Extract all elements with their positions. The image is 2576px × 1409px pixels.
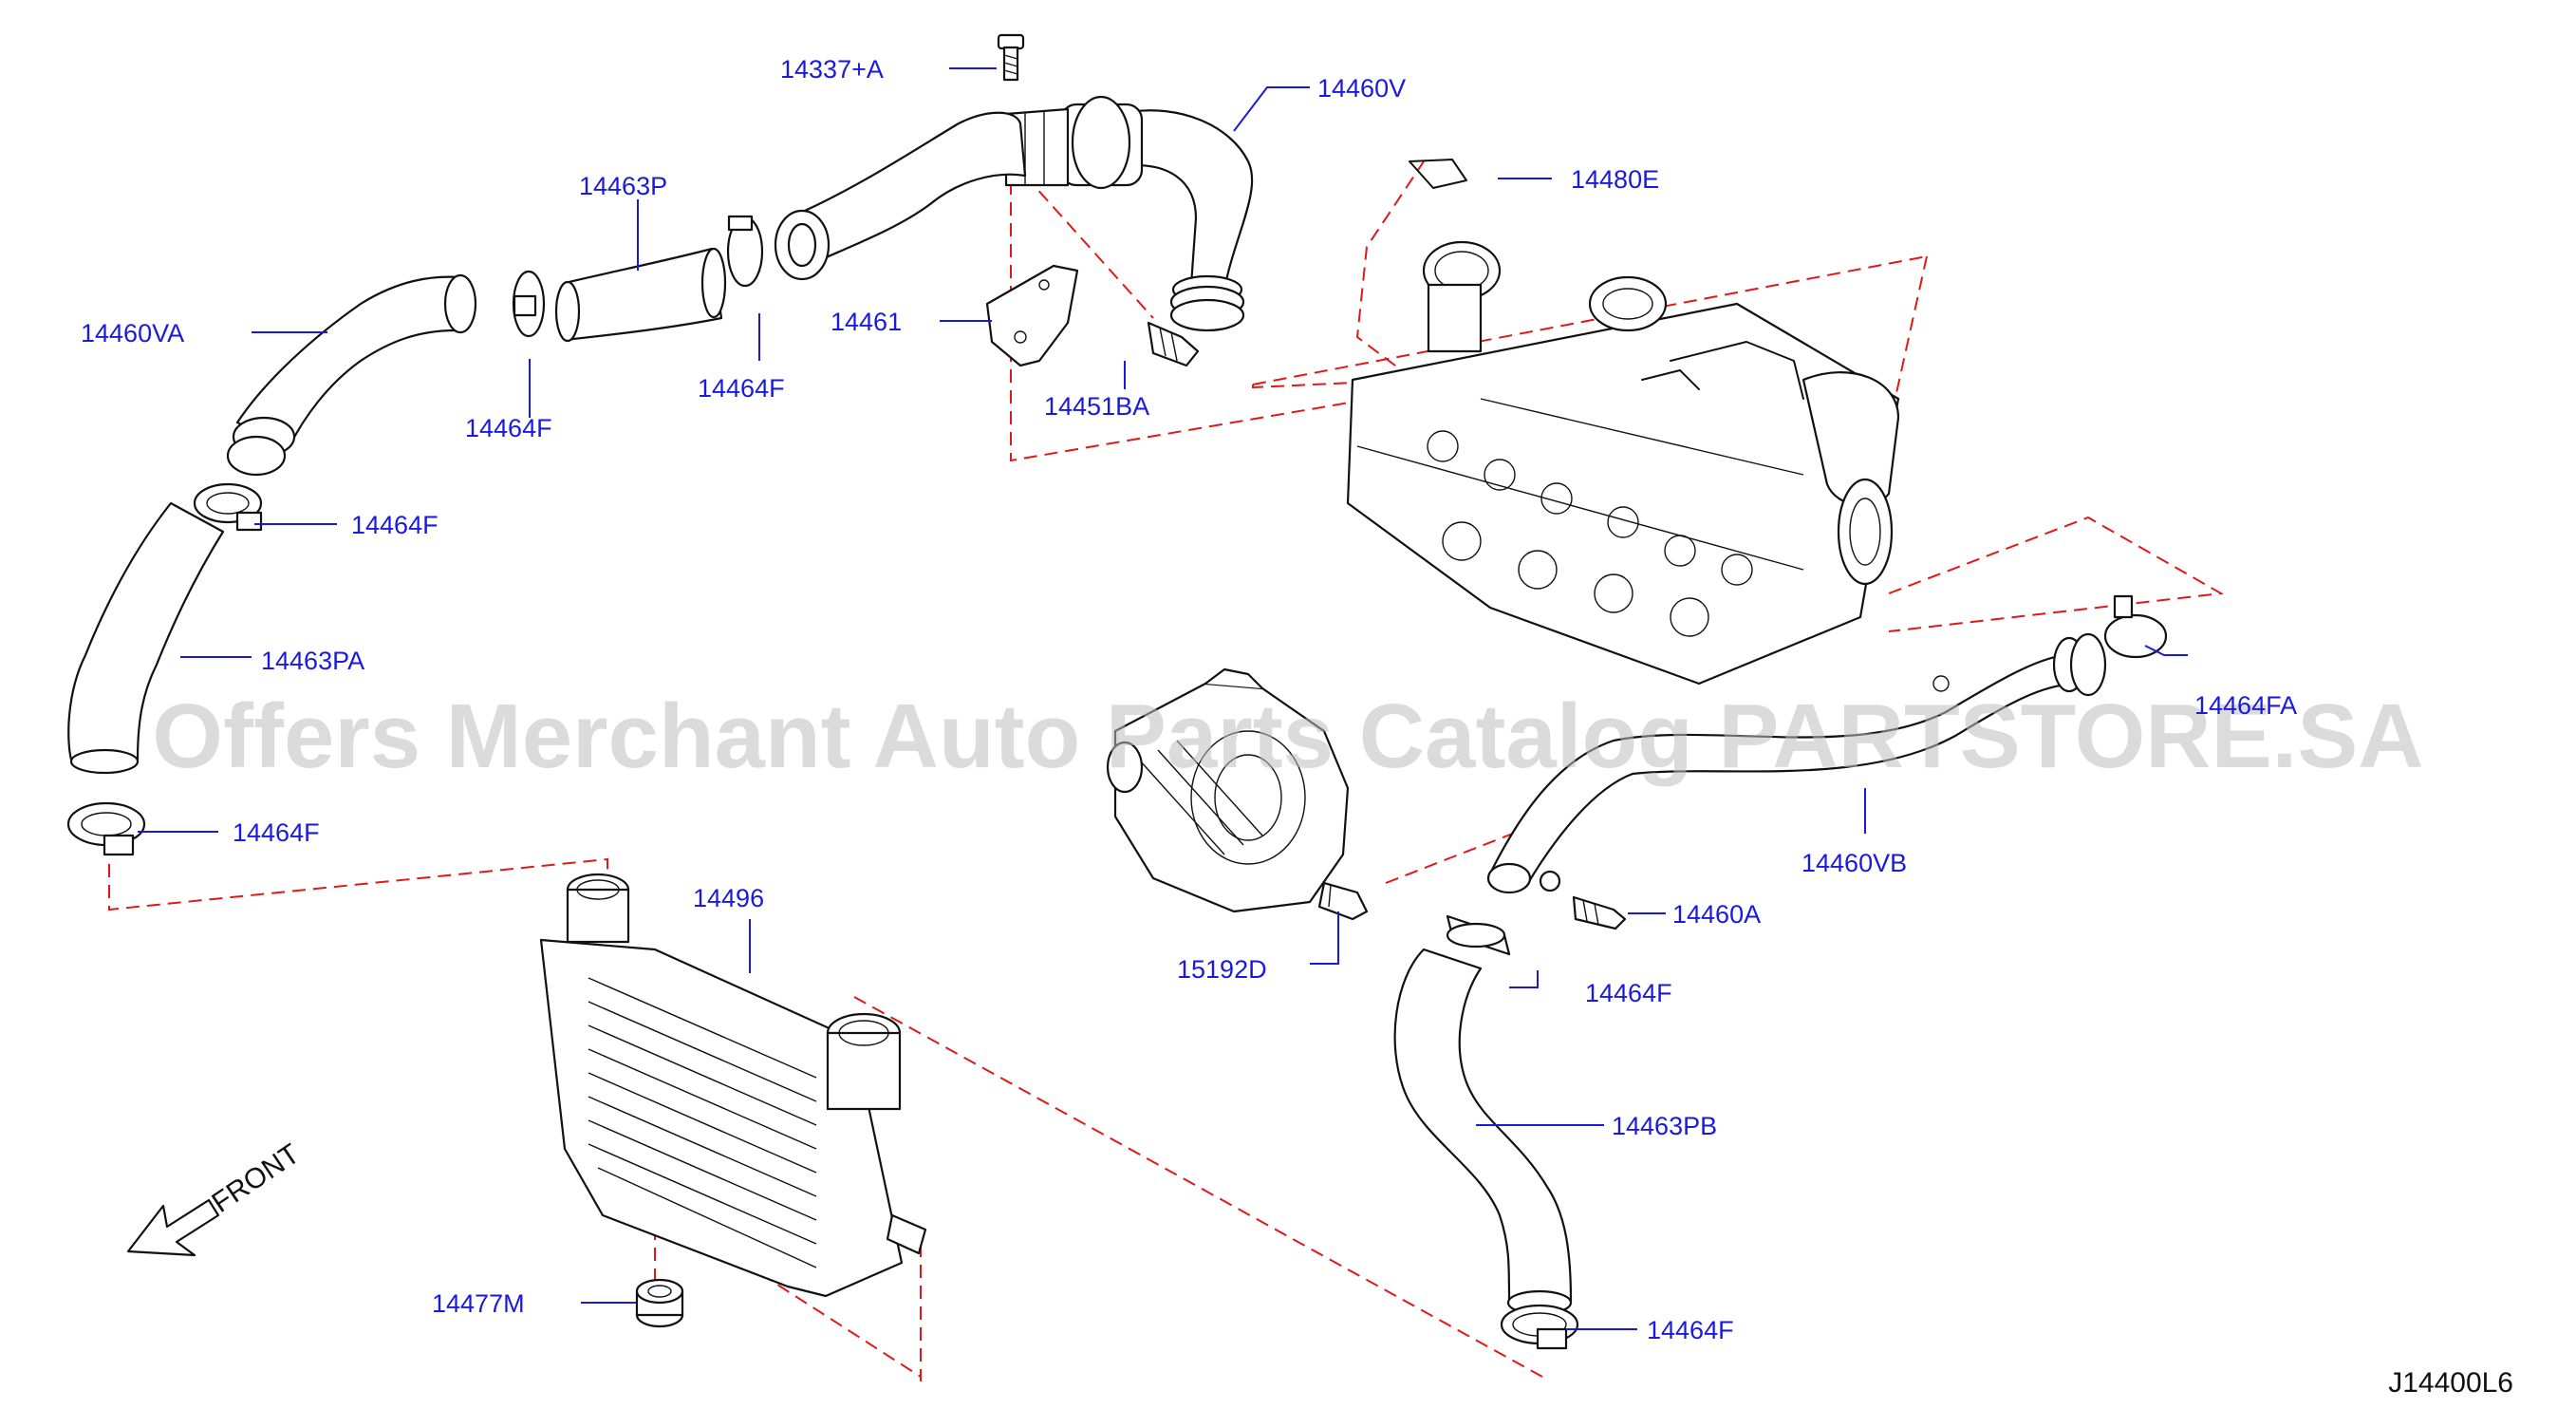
part-label-14337a[interactable]: 14337+A xyxy=(780,55,884,84)
part-label-14464f-c[interactable]: 14464F xyxy=(351,511,439,539)
hose-14463pb-drawing xyxy=(1393,948,1573,1316)
part-label-14464f-e[interactable]: 14464F xyxy=(1585,979,1672,1007)
stud-15192d-drawing xyxy=(1317,881,1369,921)
part-label-14477m[interactable]: 14477M xyxy=(432,1289,525,1318)
part-label-14480e[interactable]: 14480E xyxy=(1571,165,1659,194)
grommet-14477m-drawing xyxy=(635,1278,684,1328)
hose-upper-section-drawing xyxy=(774,111,1027,281)
clamp-14464f-a-drawing xyxy=(726,215,764,288)
part-label-14463pb[interactable]: 14463PB xyxy=(1612,1112,1717,1140)
part-label-14460vb[interactable]: 14460VB xyxy=(1801,849,1907,877)
clamp-14464f-b-drawing xyxy=(512,270,546,338)
part-label-14460v[interactable]: 14460V xyxy=(1317,74,1406,103)
part-label-14460a[interactable]: 14460A xyxy=(1672,900,1761,929)
part-label-14496[interactable]: 14496 xyxy=(693,884,764,912)
clamp-14464f-f-drawing xyxy=(66,801,146,856)
front-indicator-label: FRONT xyxy=(206,1138,305,1219)
part-label-14464fa[interactable]: 14464FA xyxy=(2194,691,2297,720)
intercooler-14496-drawing xyxy=(539,873,927,1298)
clamp-14464fa-drawing xyxy=(2103,594,2168,659)
front-arrow-icon xyxy=(126,1198,220,1257)
part-label-14464f-d[interactable]: 14464F xyxy=(233,818,320,847)
clip-14480e-drawing xyxy=(1409,159,1467,189)
part-label-14460va[interactable]: 14460VA xyxy=(81,319,184,348)
leader-lines xyxy=(138,67,2188,1330)
part-label-14464f-f[interactable]: 14464F xyxy=(1647,1316,1734,1344)
alternator-drawing xyxy=(1106,667,1350,913)
part-label-14463p[interactable]: 14463P xyxy=(579,172,667,200)
hose-14463pa-drawing xyxy=(67,501,225,775)
part-label-14463pa[interactable]: 14463PA xyxy=(261,647,364,675)
part-label-14464f-a[interactable]: 14464F xyxy=(698,374,785,403)
watermark-text: Offers Merchant Auto Parts Catalog PARTS… xyxy=(152,686,2423,787)
part-label-14464f-b[interactable]: 14464F xyxy=(465,414,552,442)
bolt-14460a-drawing xyxy=(1572,895,1627,930)
bolt-14451ba-drawing xyxy=(1147,321,1200,367)
bolt-14337a-drawing xyxy=(997,33,1025,82)
diagram-code: J14400L6 xyxy=(2388,1367,2513,1399)
pipe-14460va-drawing xyxy=(226,273,477,477)
part-label-14461[interactable]: 14461 xyxy=(831,308,902,336)
clamp-14464f-e-drawing xyxy=(193,482,263,532)
clamp-14464f-d-drawing xyxy=(1500,1304,1579,1350)
hose-14463p-drawing xyxy=(554,247,727,343)
part-labels: 14337+A 14460V 14480E 14463P 14461 14460… xyxy=(81,55,2297,1344)
pipe-14460vb-drawing xyxy=(1486,632,2107,894)
part-label-15192d[interactable]: 15192D xyxy=(1177,955,1267,984)
bracket-14461-drawing xyxy=(985,264,1079,367)
cylinder-head-drawing xyxy=(1346,240,1900,686)
clamp-14464f-c-drawing xyxy=(1446,914,1511,956)
part-label-14451ba[interactable]: 14451BA xyxy=(1044,392,1149,421)
